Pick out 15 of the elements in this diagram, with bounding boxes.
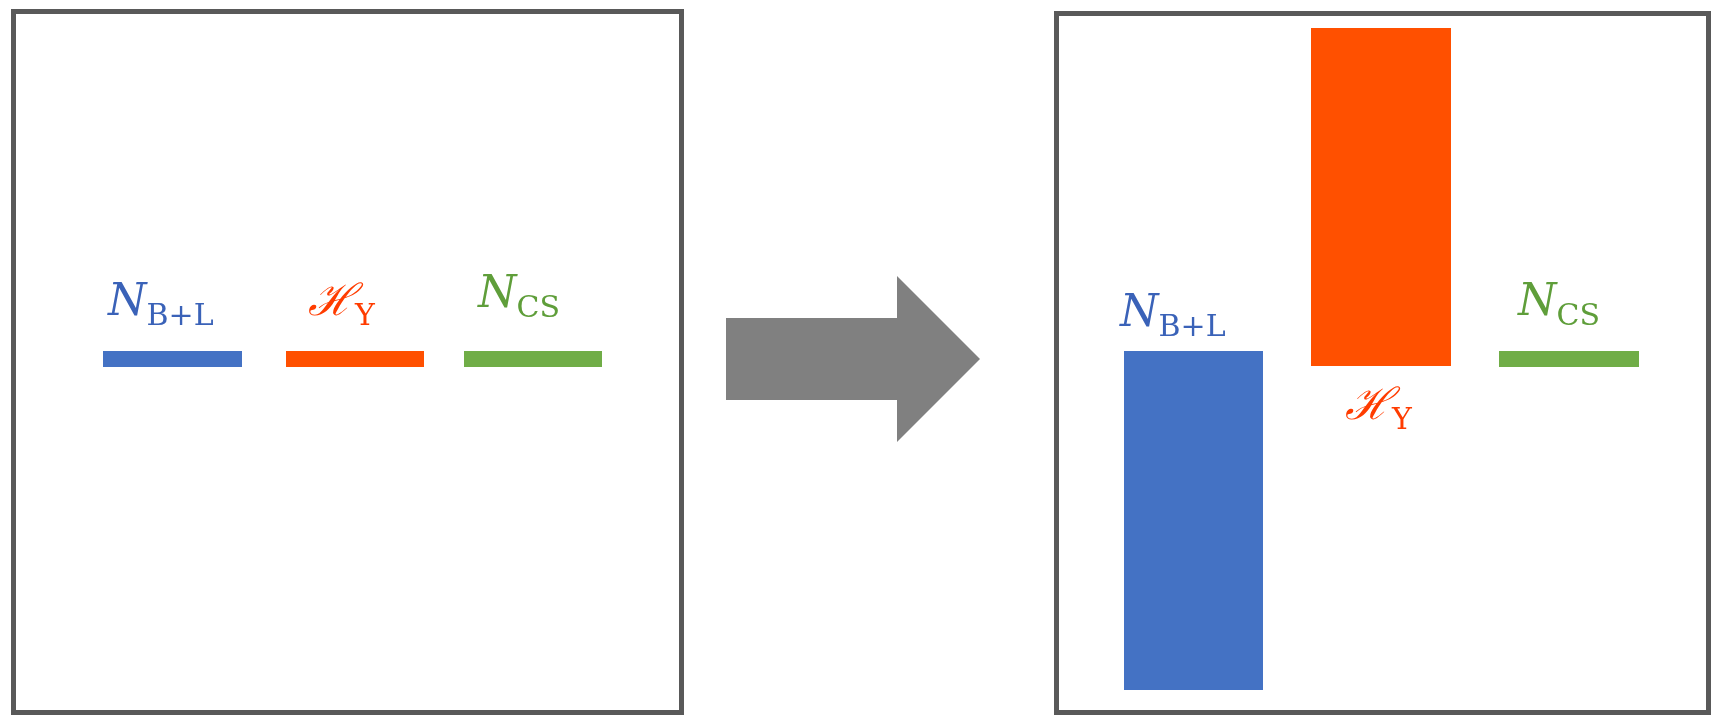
panel-frame: [11, 9, 684, 715]
level-bar: [1311, 28, 1451, 366]
bar-label: ℋ$_{Y}$: [1345, 382, 1412, 434]
panel-frame: [1054, 11, 1711, 715]
level-bar: [286, 351, 424, 367]
level-bar: [103, 351, 242, 367]
level-bar: [1124, 351, 1263, 690]
level-bar: [1499, 351, 1639, 367]
level-bar: [464, 351, 602, 367]
bar-label: N$_{B+L}$: [1120, 289, 1226, 341]
bar-label: N$_{CS}$: [478, 270, 560, 322]
block-arrow: [726, 276, 980, 442]
bar-label: N$_{B+L}$: [108, 278, 214, 330]
bar-label: ℋ$_{Y}$: [308, 278, 375, 330]
bar-label: N$_{CS}$: [1518, 278, 1600, 330]
